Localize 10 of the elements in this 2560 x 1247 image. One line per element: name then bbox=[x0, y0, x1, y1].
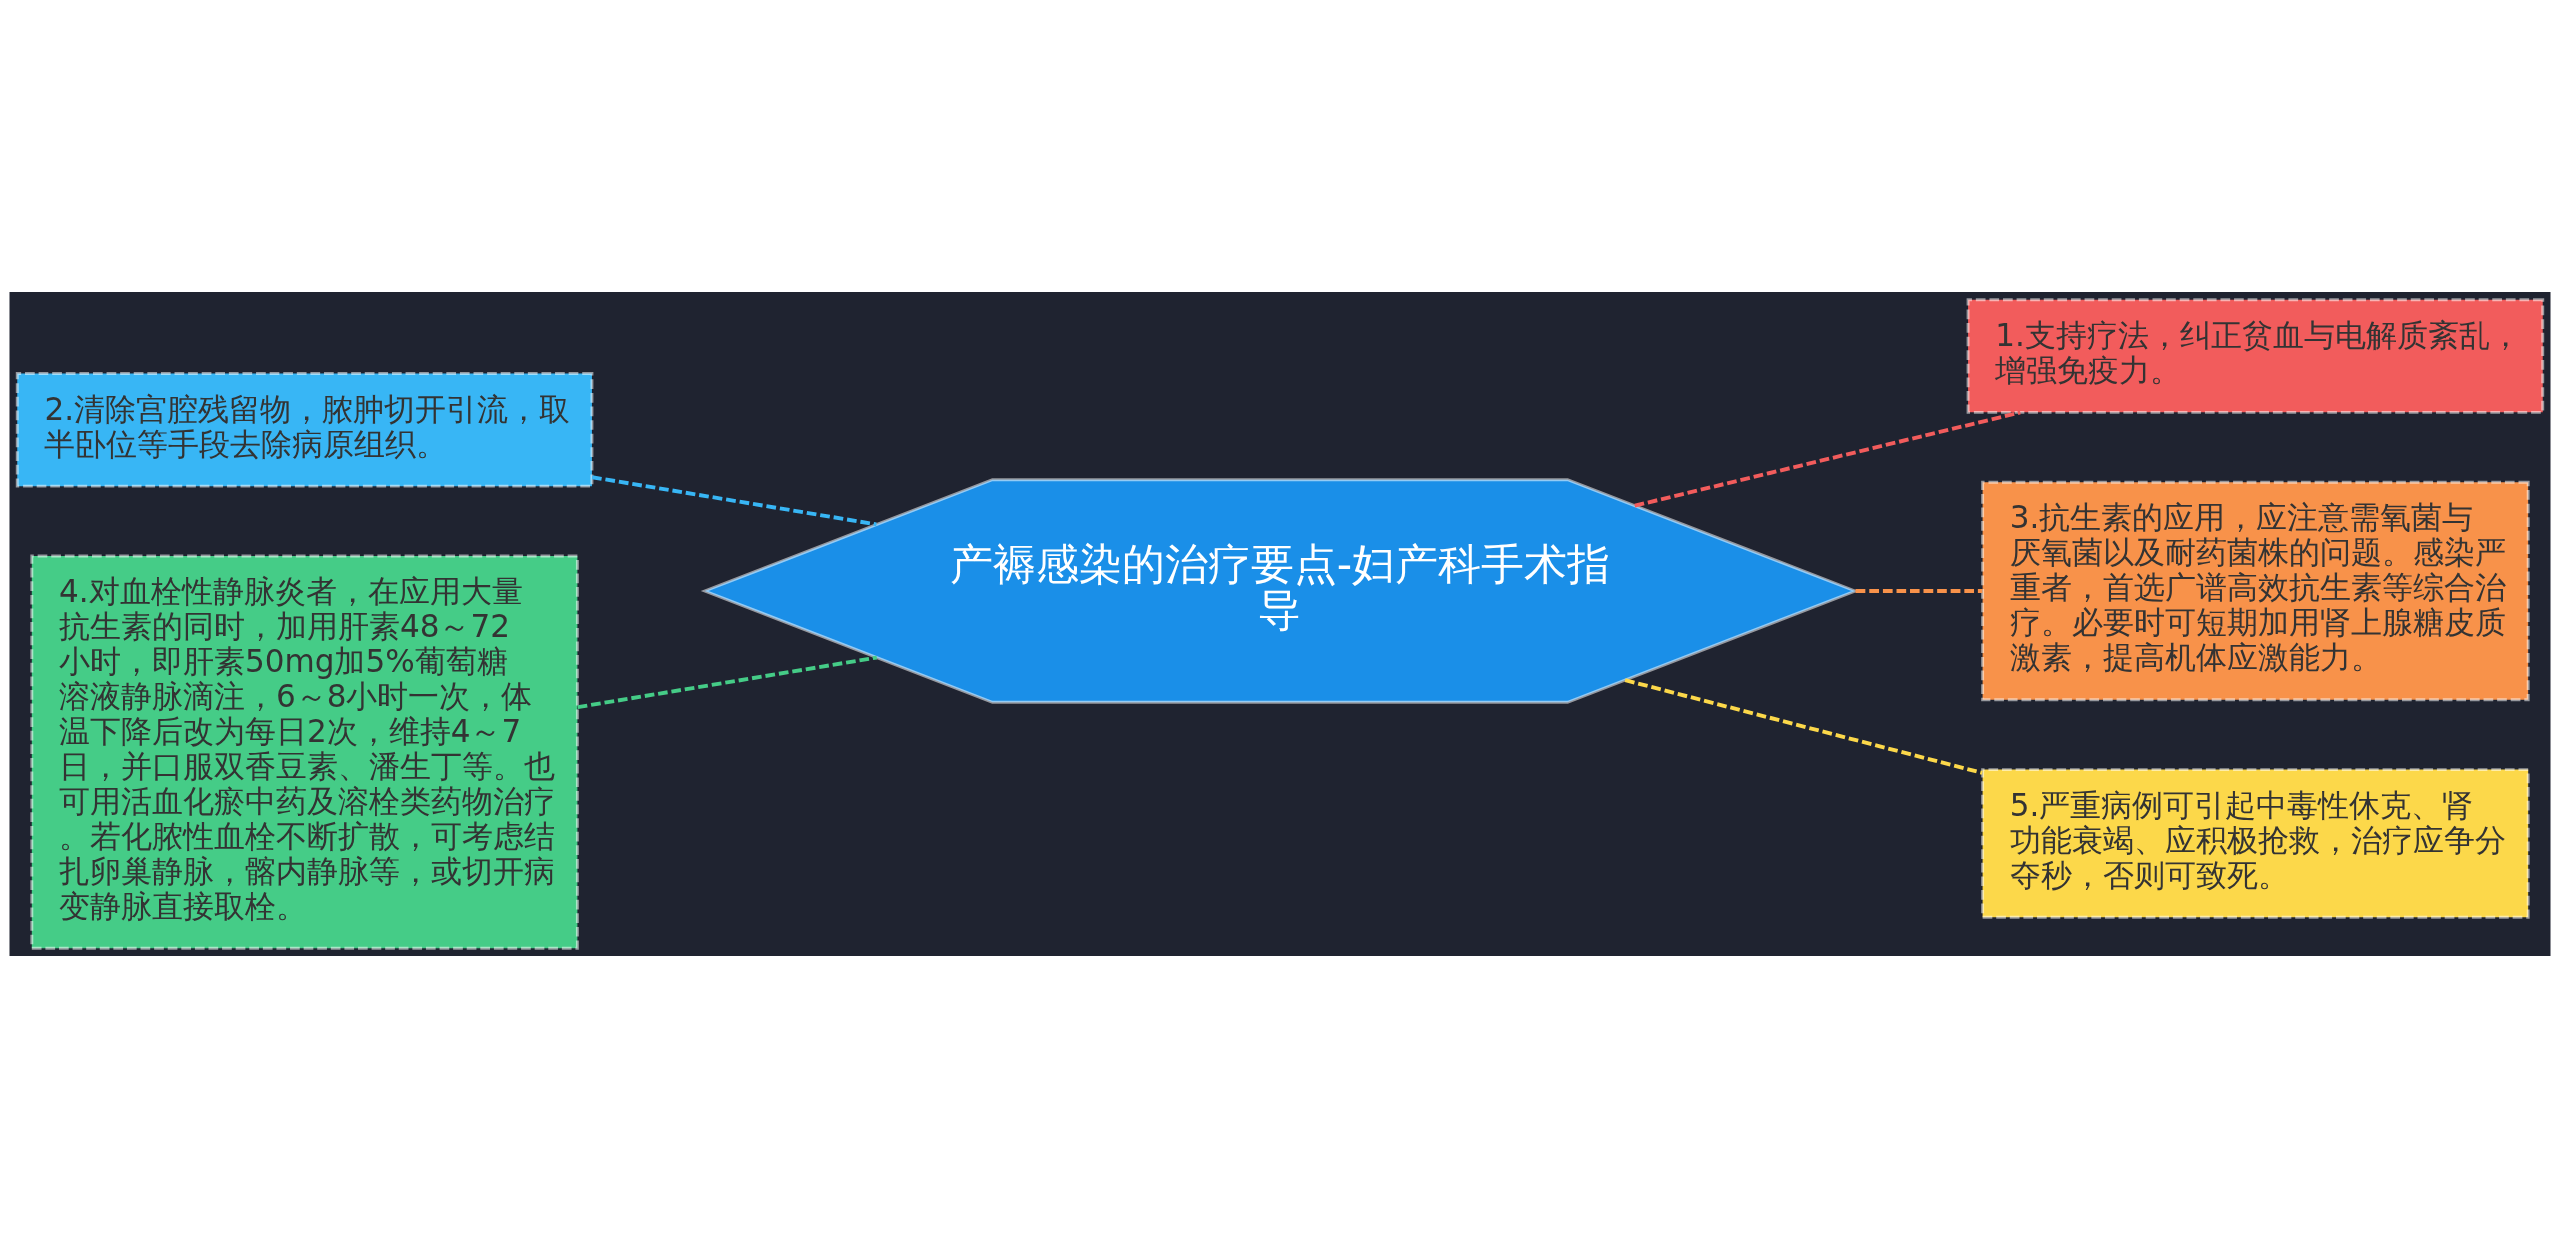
node-box: 2.清除宫腔残留物，脓肿切开引流，取半卧位等手段去除病原组织。 bbox=[15, 371, 594, 488]
node-box: 3.抗生素的应用，应注意需氧菌与厌氧菌以及耐药菌株的问题。感染严重者，首选广谱高效抗生素等综合治疗。必要时可短期加用肾上腺糖皮质激素，提高机体应激能力。 bbox=[1981, 480, 2530, 701]
node-box: 4.对血栓性静脉炎者，在应用大量抗生素的同时，加用肝素48～72小时，即肝素50mg加5%葡萄糖溶液静脉滴注，6～8小时一次，体温下降后改为每日2次，维持4～7日，并口服双香豆素、潘生丁等。也可用活血化瘀中药及溶栓类药物治疗。若化脓性血栓不断扩散，可考虑结扎卵巢静脉，髂内静脉等，或切开病变静脉直接取栓。 bbox=[30, 554, 579, 950]
connector bbox=[577, 655, 878, 709]
connector bbox=[591, 474, 877, 526]
connector bbox=[1634, 410, 2021, 508]
node-box: 1.支持疗法，纠正贫血与电解质紊乱，增强免疫力。 bbox=[1966, 297, 2545, 414]
connector bbox=[1855, 588, 1983, 593]
node-box: 5.严重病例可引起中毒性休克、肾功能衰竭、应积极抢救，治疗应争分夺秒，否则可致死。 bbox=[1981, 767, 2530, 919]
connector bbox=[1624, 677, 1983, 775]
